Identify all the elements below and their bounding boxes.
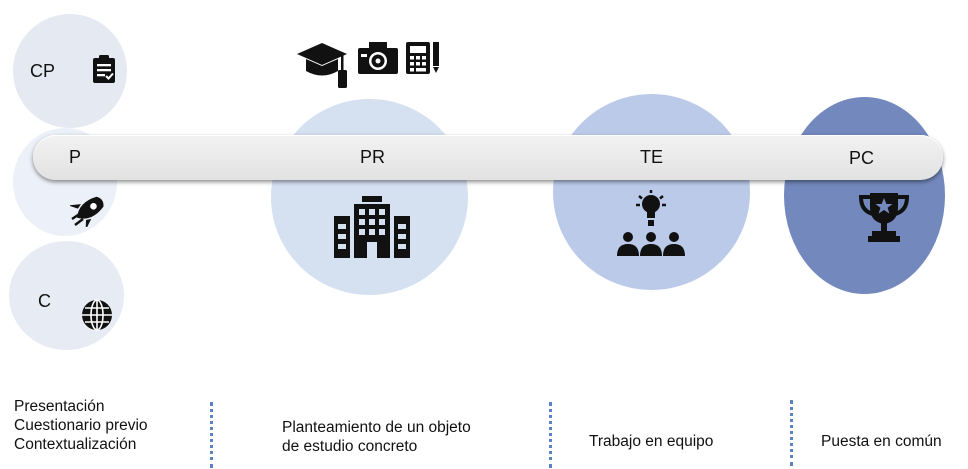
separator: [549, 402, 552, 468]
description-line: de estudio concreto: [282, 438, 418, 455]
graduation-cap-icon: [296, 40, 350, 90]
phase-label-te: TE: [640, 147, 664, 167]
description-col1: Presentación Cuestionario previo Context…: [14, 397, 148, 454]
trophy-icon: [856, 191, 912, 243]
description-col2: Planteamiento de un objeto de estudio co…: [282, 418, 471, 456]
clipboard-checklist-icon: [92, 54, 116, 84]
teamwork-idea-icon: [614, 188, 688, 258]
description-col3: Trabajo en equipo: [589, 432, 713, 451]
timeline-bar: [33, 135, 943, 180]
description-line: Puesta en común: [821, 433, 942, 450]
c-circle: [9, 241, 124, 350]
rocket-icon: [70, 189, 112, 227]
description-col4: Puesta en común: [821, 432, 942, 451]
phase-label-pc: PC: [849, 148, 875, 168]
separator: [210, 402, 213, 468]
description-line: Presentación: [14, 398, 105, 415]
description-line: Cuestionario previo: [14, 417, 148, 434]
description-line: Planteamiento de un objeto: [282, 419, 471, 436]
phase-label-p: P: [69, 147, 82, 167]
phase-label-c: C: [38, 291, 51, 311]
globe-icon: [80, 298, 114, 332]
calculator-pencil-icon: [405, 41, 441, 75]
description-line: Trabajo en equipo: [589, 433, 714, 450]
camera-icon: [357, 41, 399, 75]
description-line: Contextualización: [14, 436, 137, 453]
separator: [790, 400, 793, 466]
phase-label-cp: CP: [30, 61, 56, 81]
building-icon: [332, 194, 412, 258]
phase-label-pr: PR: [360, 147, 386, 167]
